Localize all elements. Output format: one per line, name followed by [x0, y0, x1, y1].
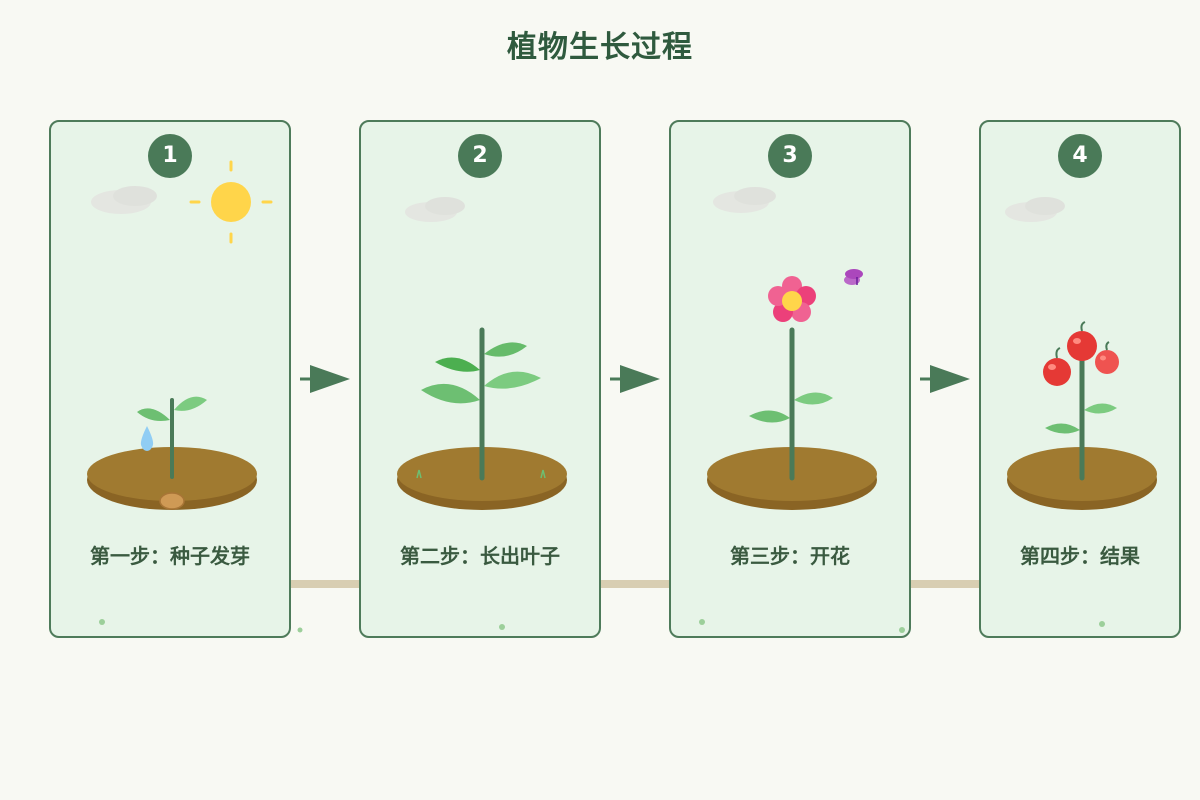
butterfly-icon: [844, 269, 863, 285]
cloud-icon: [713, 187, 776, 213]
sprout: [137, 396, 207, 479]
step-number-badge: 1: [148, 134, 192, 178]
step-illustration-fruiting: [1005, 197, 1157, 627]
page-title: 植物生长过程: [507, 30, 693, 65]
step-label: 第二步：长出叶子: [400, 544, 560, 568]
step-label: 第一步：种子发芽: [90, 544, 250, 568]
fruit-plant-stem: [1045, 341, 1117, 481]
step-panel-4: 4 第四步：结果: [979, 120, 1181, 638]
step-number-badge: 3: [768, 134, 812, 178]
fruit-icon: [1043, 321, 1119, 386]
step-label: 第三步：开花: [730, 544, 850, 568]
arrow-right-icon: [920, 365, 970, 393]
seed-icon: [159, 492, 185, 510]
plant-stem-with-leaves: [421, 327, 541, 481]
water-drop-icon: [140, 426, 154, 451]
cloud-icon: [405, 197, 465, 222]
arrow-right-icon: [610, 365, 660, 393]
cloud-icon: [91, 186, 157, 214]
step-illustration-germination: [87, 160, 273, 625]
connector-2-3: [600, 580, 670, 588]
step-number-badge: 2: [458, 134, 502, 178]
arrow-right-icon: [300, 365, 350, 393]
sun-icon: [189, 160, 273, 244]
decorative-dot: [297, 627, 303, 633]
step-label: 第四步：结果: [1020, 544, 1140, 568]
step-number-badge: 4: [1058, 134, 1102, 178]
step-illustration-leaves: [397, 197, 567, 630]
step-panel-3: 3 第三步：开花: [669, 120, 911, 638]
cloud-icon: [1005, 197, 1065, 222]
flower-icon: [768, 276, 816, 322]
step-panel-1: 1 第一步：种子发芽: [49, 120, 291, 638]
step-illustration-flowering: [699, 187, 905, 633]
step-panel-2: 2 第二步：长出叶子: [359, 120, 601, 638]
connector-3-4: [910, 580, 980, 588]
connector-1-2: [290, 580, 360, 588]
flower-stem: [749, 327, 833, 481]
